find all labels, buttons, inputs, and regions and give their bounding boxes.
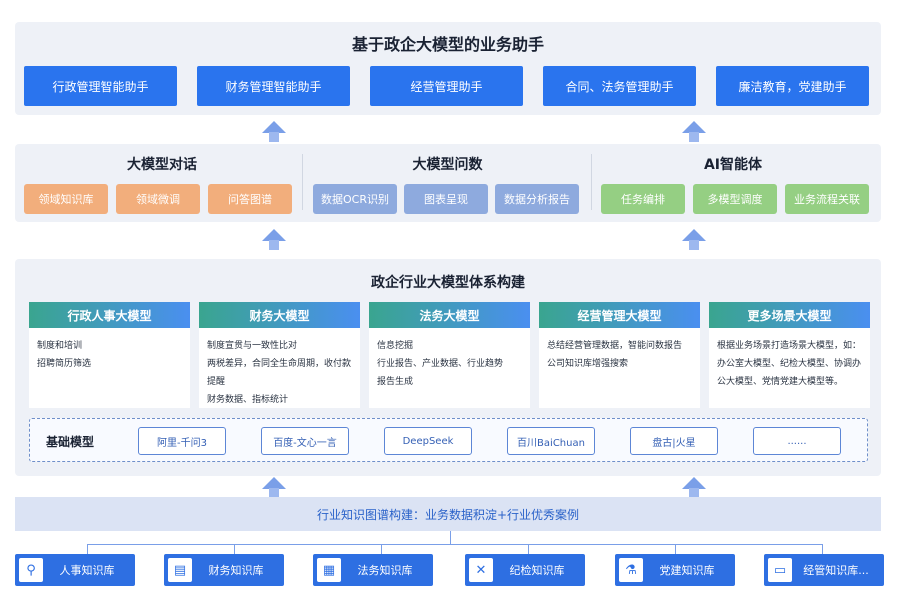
connector-line xyxy=(87,544,88,554)
model-card-line: 根据业务场景打造场景大模型，如：办公室大模型、纪检大模型、协调办公大模型、党情党… xyxy=(717,341,862,387)
more-scenarios-model-card: 更多场景大模型 根据业务场景打造场景大模型，如：办公室大模型、纪检大模型、协调办… xyxy=(709,302,870,408)
model-card-line: 财务数据、指标统计 xyxy=(207,395,289,405)
connector-line xyxy=(87,544,822,545)
document-icon: ▤ xyxy=(168,558,192,582)
llm-dialog-title: 大模型对话 xyxy=(127,157,197,173)
tools-icon: ✕ xyxy=(469,558,493,582)
knowledge-base-label: 纪检知识库 xyxy=(509,564,565,577)
base-model-more[interactable]: ...... xyxy=(753,427,841,455)
model-card-line: 报告生成 xyxy=(377,377,414,387)
legal-knowledge-base-button[interactable]: ▦ 法务知识库 xyxy=(313,554,433,586)
section-divider xyxy=(302,154,303,210)
model-card-title: 法务大模型 xyxy=(369,302,530,328)
knowledge-base-label: 经管知识库... xyxy=(803,564,869,577)
location-pin-icon: ⚲ xyxy=(19,558,43,582)
finance-assistant-button[interactable]: 财务管理智能助手 xyxy=(197,66,350,106)
base-models-label: 基础模型 xyxy=(46,435,95,449)
model-card-line: 两税差异，合同全生命周期，收付款提醒 xyxy=(207,359,352,387)
model-card-title: 行政人事大模型 xyxy=(29,302,190,328)
discipline-knowledge-base-button[interactable]: ✕ 纪检知识库 xyxy=(465,554,585,586)
base-model-wenxin[interactable]: 百度-文心一言 xyxy=(261,427,349,455)
knowledge-base-label: 法务知识库 xyxy=(357,564,413,577)
model-card-line: 招聘简历筛选 xyxy=(37,359,92,369)
domain-finetune-chip[interactable]: 领域微调 xyxy=(116,184,200,214)
connector-line xyxy=(822,544,823,554)
admin-assistant-button[interactable]: 行政管理智能助手 xyxy=(24,66,177,106)
model-card-line: 总结经营管理数据，智能问数报告 xyxy=(547,341,683,351)
connector-line xyxy=(381,544,382,554)
chart-display-chip[interactable]: 图表呈现 xyxy=(404,184,488,214)
clipboard-icon: ▦ xyxy=(317,558,341,582)
knowledge-base-label: 人事知识库 xyxy=(59,564,115,577)
domain-knowledge-chip[interactable]: 领域知识库 xyxy=(24,184,108,214)
business-flow-chip[interactable]: 业务流程关联 xyxy=(785,184,869,214)
hr-knowledge-base-button[interactable]: ⚲ 人事知识库 xyxy=(15,554,135,586)
section-divider xyxy=(591,154,592,210)
ticket-icon: ▭ xyxy=(768,558,792,582)
legal-model-card: 法务大模型 信息挖掘 行业报告、产业数据、行业趋势 报告生成 xyxy=(369,302,530,408)
multi-model-scheduling-chip[interactable]: 多模型调度 xyxy=(693,184,777,214)
data-report-chip[interactable]: 数据分析报告 xyxy=(495,184,579,214)
business-assistant-title: 基于政企大模型的业务助手 xyxy=(351,35,544,54)
model-card-line: 行业报告、产业数据、行业趋势 xyxy=(377,359,504,369)
connector-line xyxy=(675,544,676,554)
integrity-party-assistant-button[interactable]: 廉洁教育，党建助手 xyxy=(716,66,869,106)
model-card-title: 更多场景大模型 xyxy=(709,302,870,328)
base-model-deepseek[interactable]: DeepSeek xyxy=(384,427,472,455)
model-card-title: 财务大模型 xyxy=(199,302,360,328)
model-card-line: 制度宣贯与一致性比对 xyxy=(207,341,298,351)
admin-hr-model-card: 行政人事大模型 制度和培训 招聘简历筛选 xyxy=(29,302,190,408)
connector-line xyxy=(234,544,235,554)
qa-graph-chip[interactable]: 问答图谱 xyxy=(208,184,292,214)
operations-assistant-button[interactable]: 经营管理助手 xyxy=(370,66,523,106)
model-card-line: 公司知识库增强搜索 xyxy=(547,359,629,369)
finance-knowledge-base-button[interactable]: ▤ 财务知识库 xyxy=(164,554,284,586)
management-knowledge-base-button[interactable]: ▭ 经管知识库... xyxy=(764,554,884,586)
knowledge-graph-bar: 行业知识图谱构建：业务数据积淀+行业优秀案例 xyxy=(15,497,881,531)
knowledge-base-label: 党建知识库 xyxy=(659,564,715,577)
microscope-icon: ⚗ xyxy=(619,558,643,582)
model-card-line: 制度和培训 xyxy=(37,341,83,351)
model-card-line: 信息挖掘 xyxy=(377,341,414,351)
llm-data-query-title: 大模型问数 xyxy=(412,157,483,173)
ai-agent-title: AI智能体 xyxy=(703,157,763,173)
ocr-chip[interactable]: 数据OCR识别 xyxy=(313,184,397,214)
base-model-qwen[interactable]: 阿里-千问3 xyxy=(138,427,226,455)
model-card-title: 经营管理大模型 xyxy=(539,302,700,328)
model-system-title: 政企行业大模型体系构建 xyxy=(371,275,525,291)
finance-model-card: 财务大模型 制度宣贯与一致性比对 两税差异，合同全生命周期，收付款提醒 财务数据… xyxy=(199,302,360,408)
operations-model-card: 经营管理大模型 总结经营管理数据，智能问数报告 公司知识库增强搜索 xyxy=(539,302,700,408)
base-model-pangu[interactable]: 盘古|火星 xyxy=(630,427,718,455)
task-orchestration-chip[interactable]: 任务编排 xyxy=(601,184,685,214)
connector-line xyxy=(450,531,451,544)
base-model-baichuan[interactable]: 百川BaiChuan xyxy=(507,427,595,455)
knowledge-base-label: 财务知识库 xyxy=(208,564,264,577)
contract-legal-assistant-button[interactable]: 合同、法务管理助手 xyxy=(543,66,696,106)
party-knowledge-base-button[interactable]: ⚗ 党建知识库 xyxy=(615,554,735,586)
connector-line xyxy=(528,544,529,554)
